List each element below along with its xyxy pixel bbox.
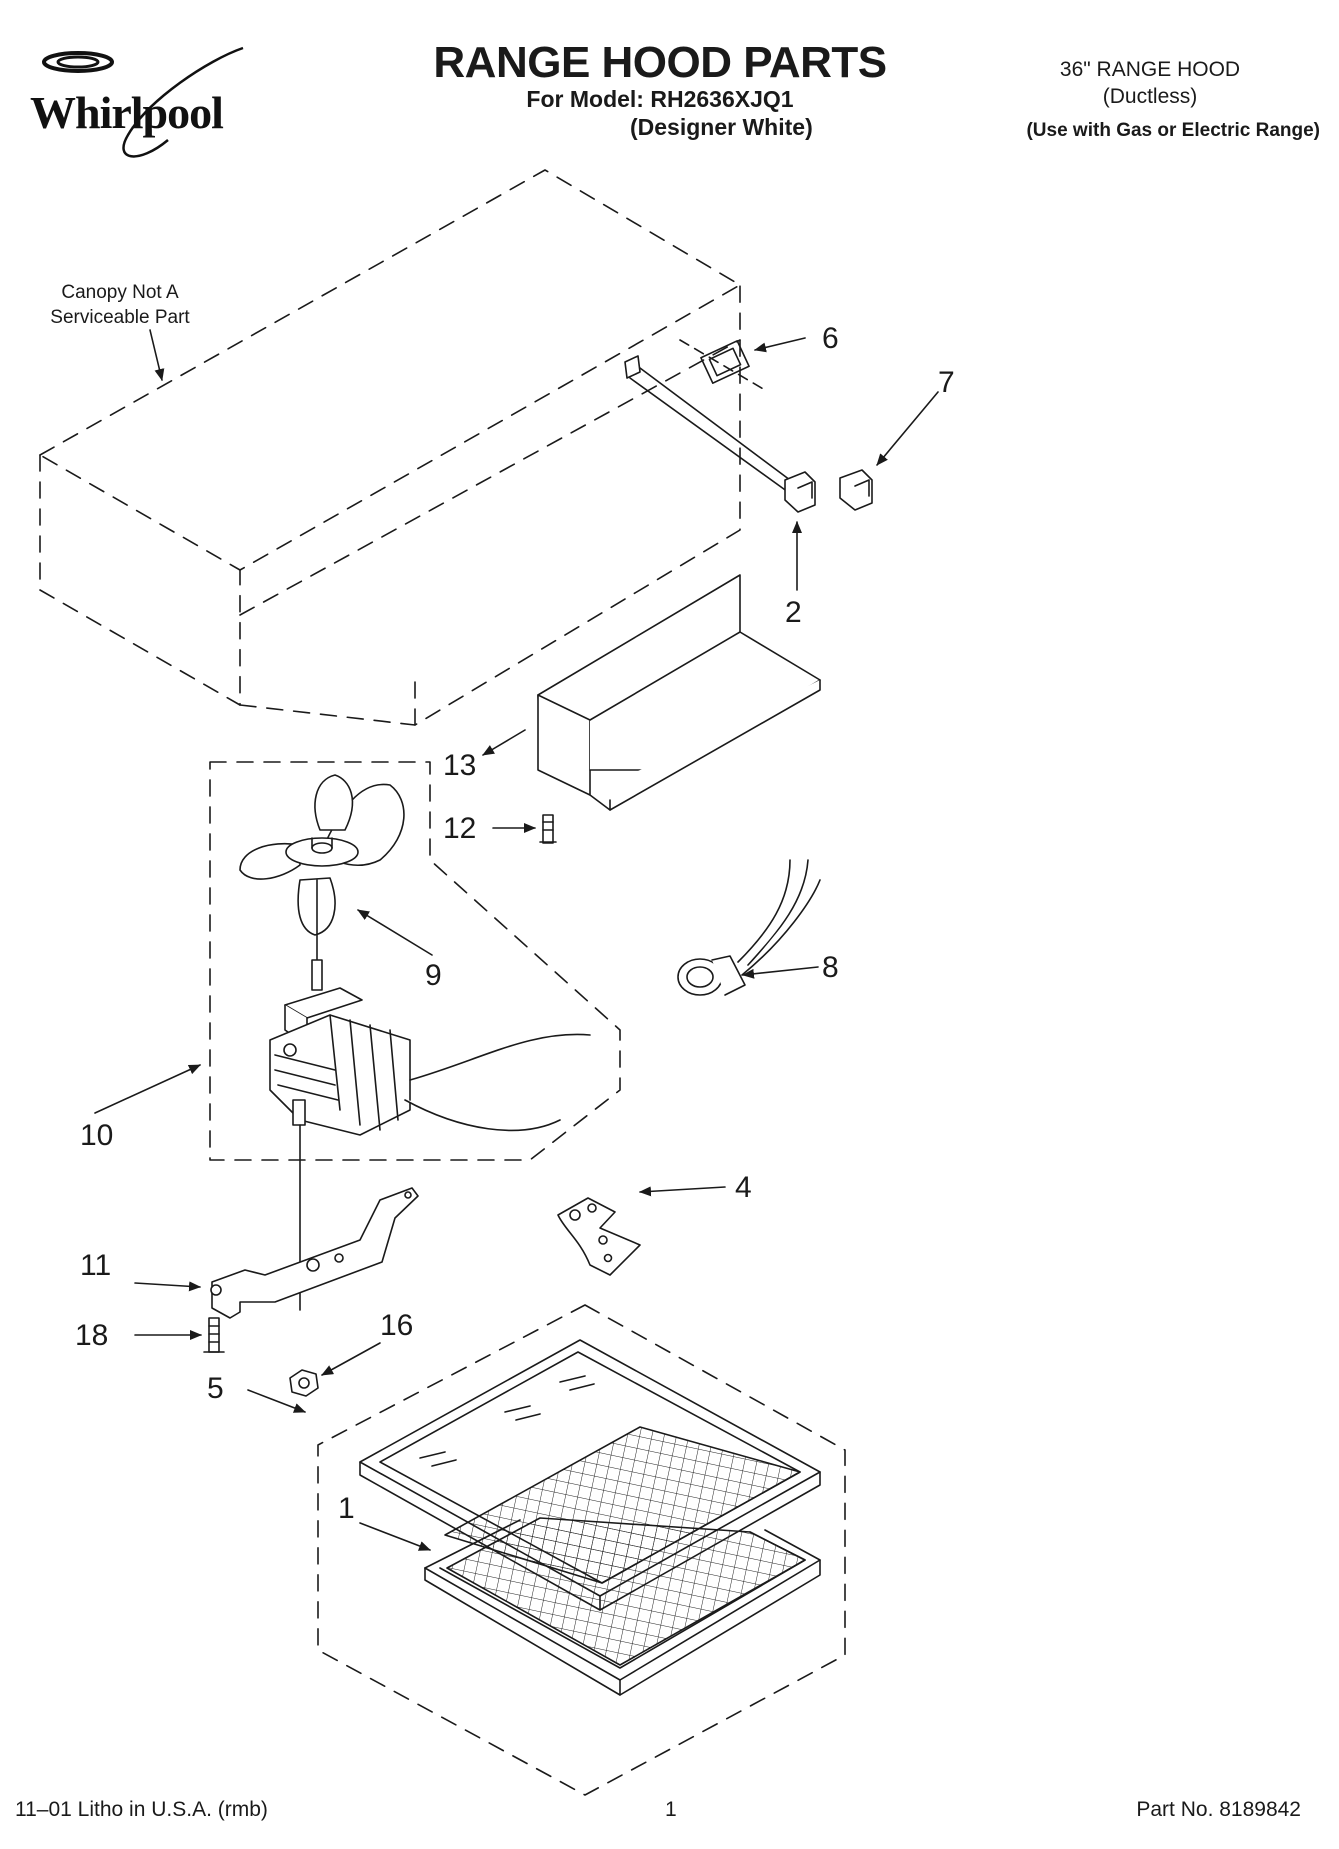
brand-name: Whirlpool [30,87,224,138]
range-note: (Use with Gas or Electric Range) [1026,120,1320,141]
callout-16: 16 [380,1309,413,1342]
switch-assembly [624,339,873,513]
footer-page-number: 1 [665,1798,677,1821]
callout-8: 8 [822,951,839,984]
arrow-8 [742,966,819,979]
canopy-note-line-1: Canopy Not A [61,282,179,303]
arrow-11 [134,1281,201,1292]
footer-part-number: Part No. 8189842 [1136,1798,1301,1821]
arrow-7 [876,391,939,466]
callout-4: 4 [735,1171,752,1204]
arrow-6 [754,337,806,353]
socket-bracket [557,1197,641,1276]
whirlpool-swirl-icon [42,46,244,158]
callout-9: 9 [425,959,442,992]
arrow-13 [482,729,526,756]
canopy-note: Canopy Not A Serviceable Part [20,280,220,330]
fan-blade [239,774,405,936]
canopy-note-line-2: Serviceable Part [50,307,190,328]
motor-assembly-outline [209,761,621,1161]
callout-5: 5 [207,1372,224,1405]
motor-bracket [210,1187,419,1319]
arrow-9 [357,909,433,956]
screw-12 [539,814,557,844]
callout-2: 2 [785,596,802,629]
nut-16 [289,1369,319,1397]
callout-18: 18 [75,1319,108,1352]
callout-1: 1 [338,1492,355,1525]
footer-litho: 11–01 Litho in U.S.A. (rmb) [15,1798,268,1821]
callout-11: 11 [80,1249,111,1282]
callout-10: 10 [80,1119,113,1152]
canopy-outline [39,169,741,726]
screw-18 [203,1317,225,1353]
light-socket [677,859,821,996]
filter-pack-outline [317,1304,846,1796]
arrow-10 [94,1064,201,1114]
callout-6: 6 [822,322,839,355]
arrow-5 [247,1389,306,1413]
page-title: RANGE HOOD PARTS [433,38,887,87]
arrow-4 [639,1186,726,1197]
blower-housing [537,574,821,811]
callout-13: 13 [443,749,476,782]
callout-12: 12 [443,812,476,845]
whirlpool-logo: Whirlpool [18,40,268,170]
filter-lower [424,1517,821,1696]
hood-type: 36" RANGE HOOD [1059,58,1241,81]
motor [269,959,591,1136]
arrow-1 [359,1522,431,1551]
duct-type: (Ductless) [1102,85,1198,108]
model-finish: (Designer White) [630,114,813,140]
arrow-16 [321,1342,381,1376]
canopy-arrow [149,329,165,381]
model-number: For Model: RH2636XJQ1 [526,86,794,112]
callout-7: 7 [938,366,955,399]
